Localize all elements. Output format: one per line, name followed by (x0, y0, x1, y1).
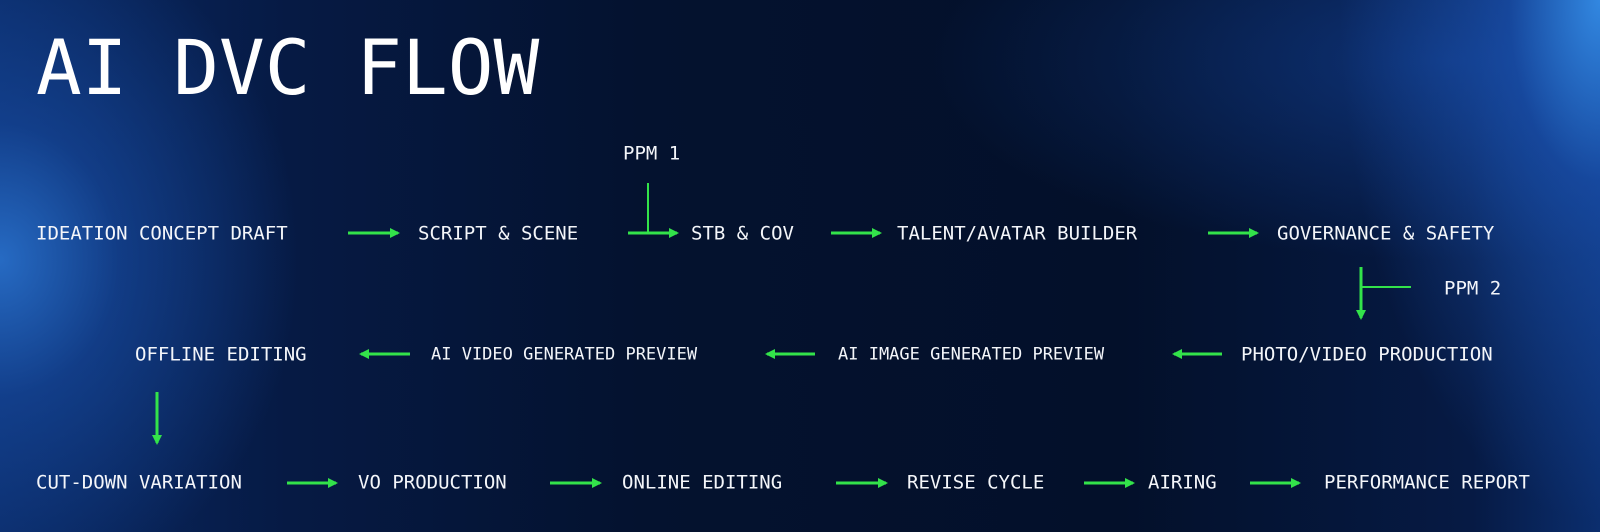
checkpoint-ppm-1: PPM 1 (623, 142, 681, 165)
node-ideation-concept-draft: IDEATION CONCEPT DRAFT (36, 222, 288, 245)
node-airing: AIRING (1148, 471, 1217, 494)
node-script-and-scene: SCRIPT & SCENE (418, 222, 579, 245)
node-ai-image-generated-preview: AI IMAGE GENERATED PREVIEW (838, 344, 1105, 365)
node-ai-video-generated-preview: AI VIDEO GENERATED PREVIEW (431, 344, 698, 365)
node-photo-video-production: PHOTO/VIDEO PRODUCTION (1241, 343, 1493, 366)
node-offline-editing: OFFLINE EDITING (135, 343, 307, 366)
page-title: AI DVC FLOW (36, 23, 540, 112)
node-stb-and-cov: STB & COV (691, 222, 794, 245)
node-talent-avatar-builder: TALENT/AVATAR BUILDER (897, 222, 1138, 245)
node-revise-cycle: REVISE CYCLE (907, 471, 1045, 494)
checkpoint-ppm-2: PPM 2 (1444, 277, 1502, 300)
node-online-editing: ONLINE EDITING (622, 471, 783, 494)
node-governance-and-safety: GOVERNANCE & SAFETY (1277, 222, 1495, 245)
node-cut-down-variation: CUT-DOWN VARIATION (36, 471, 242, 494)
node-vo-production: VO PRODUCTION (358, 471, 507, 494)
node-performance-report: PERFORMANCE REPORT (1324, 471, 1530, 494)
